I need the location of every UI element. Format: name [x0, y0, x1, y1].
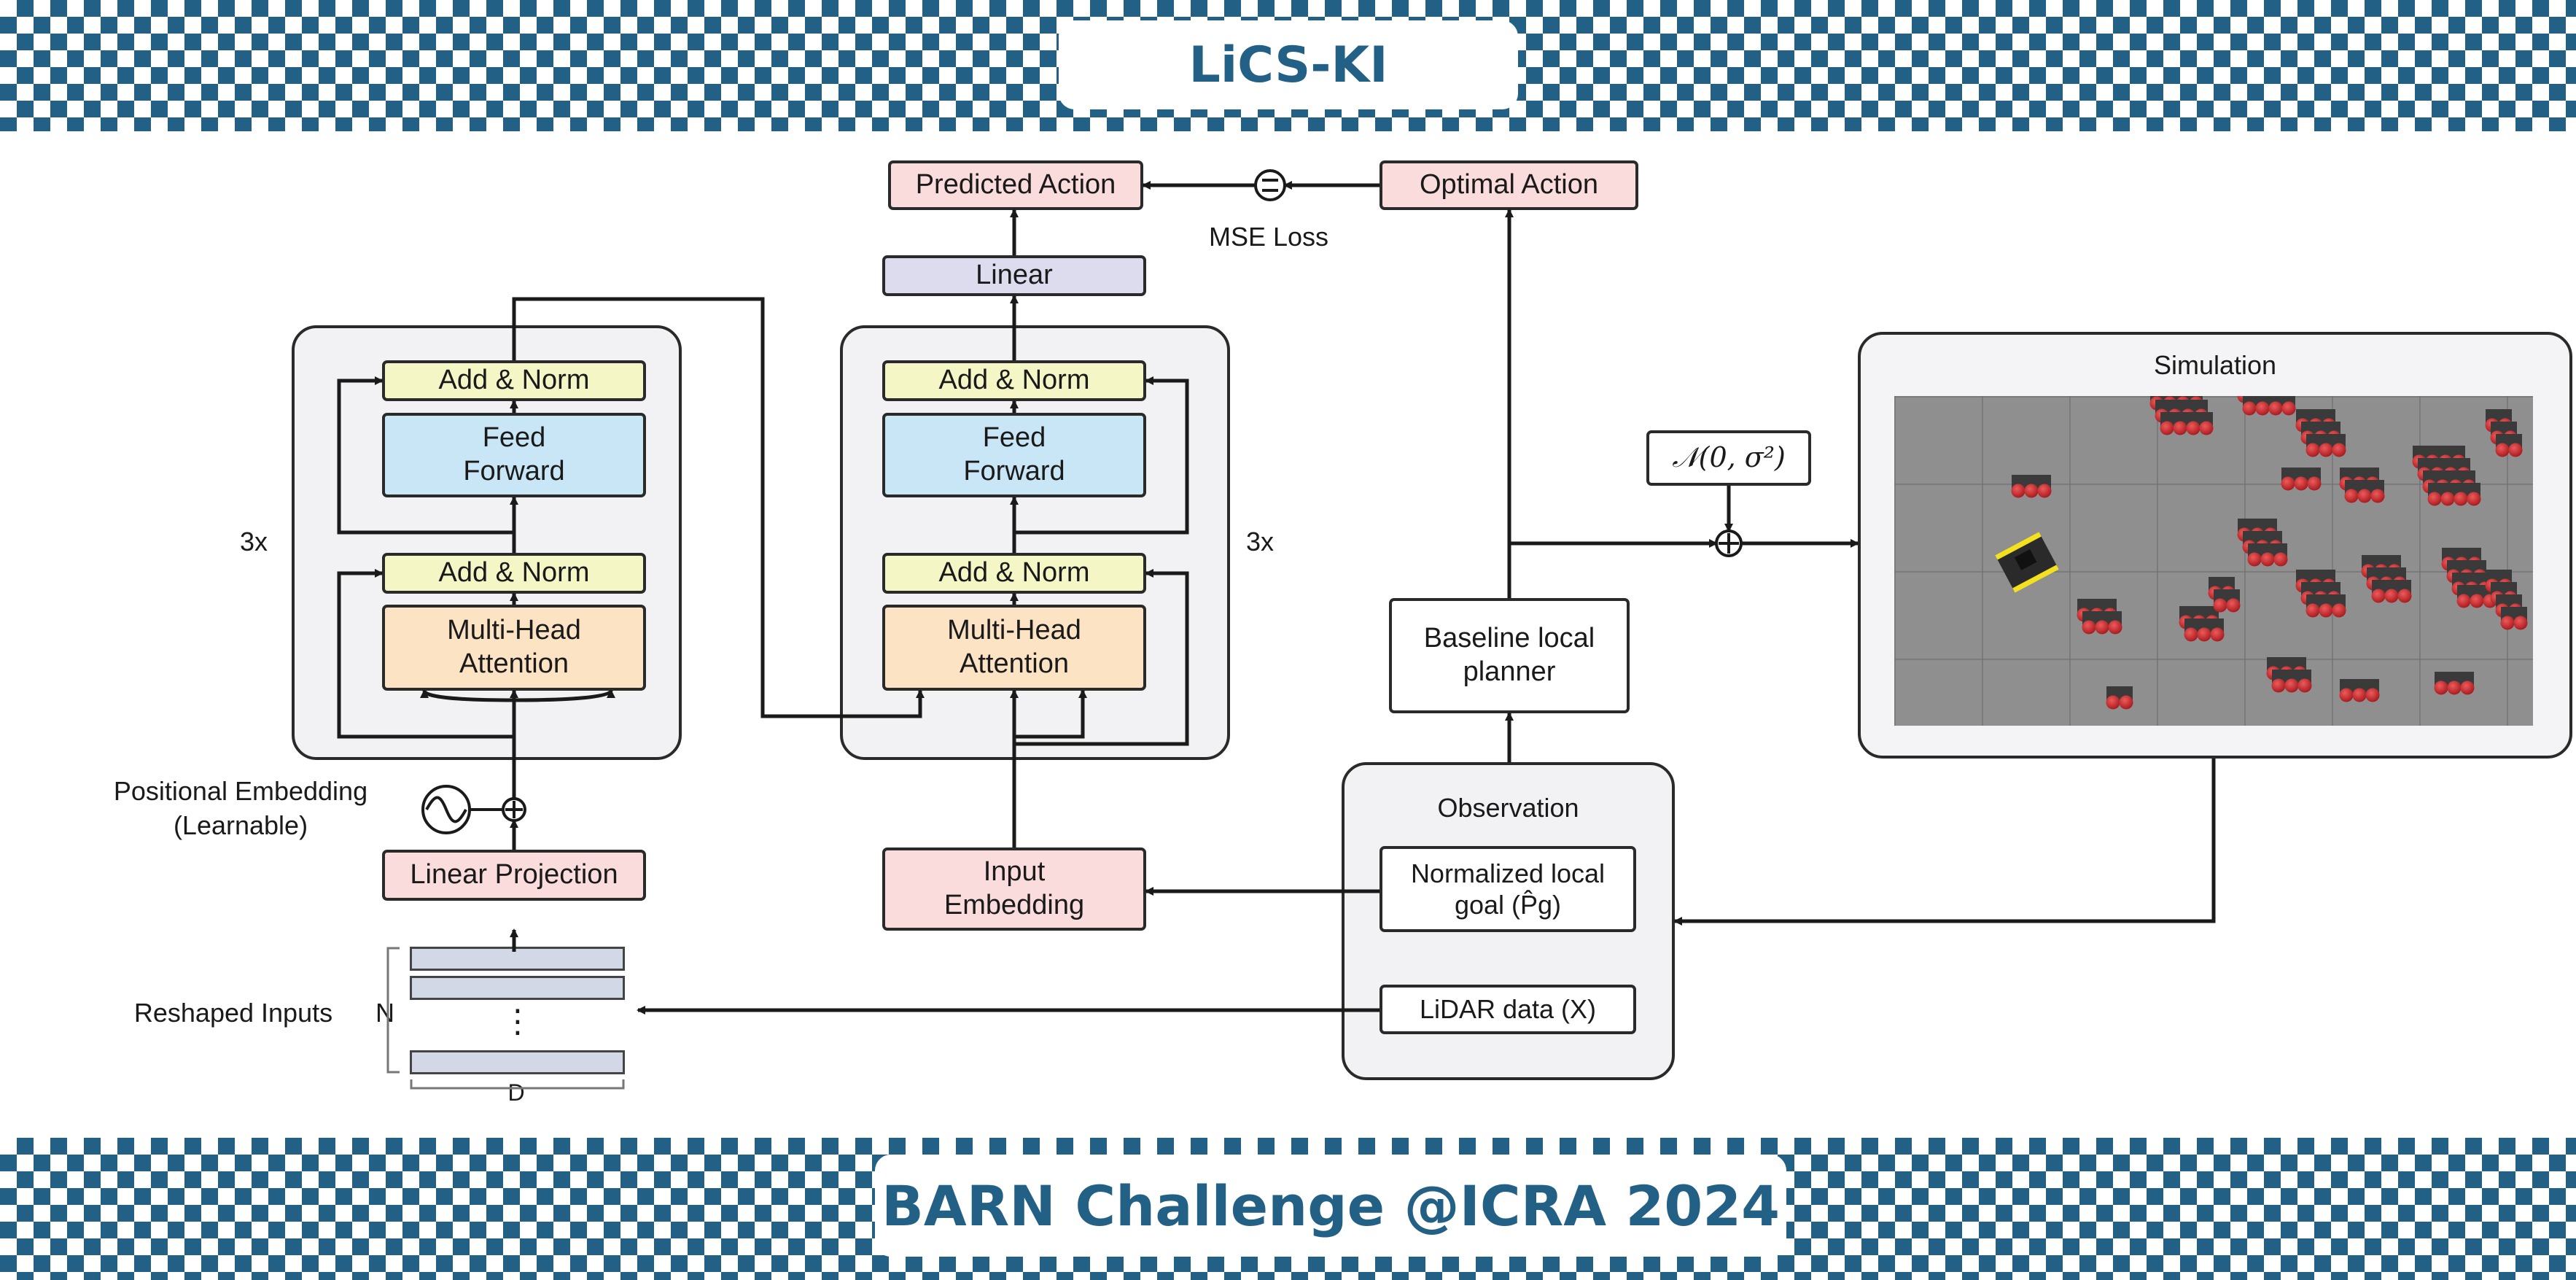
simulation-scene	[1995, 396, 2528, 710]
obstacle	[2024, 484, 2039, 498]
obstacle	[2508, 443, 2523, 457]
obstacle	[2384, 589, 2399, 603]
obstacle	[2500, 616, 2515, 630]
encoder-repeat-label: 3x	[239, 527, 268, 556]
simulation-title: Simulation	[2153, 350, 2277, 380]
obstacle	[2210, 627, 2225, 642]
obstacle	[2470, 594, 2484, 608]
obstacle	[2284, 678, 2299, 693]
obstacle	[2339, 688, 2354, 702]
decoder-repeat-label: 3x	[1245, 527, 1275, 556]
reshaped-inputs-label: Reshaped Inputs	[133, 998, 333, 1028]
decoder-attention: Multi-Head Attention	[882, 605, 1146, 691]
obstacle	[2199, 421, 2214, 435]
observation-title: Observation	[1437, 793, 1579, 823]
mse-loss-label: MSE Loss	[1208, 222, 1329, 252]
obstacle	[2319, 603, 2333, 618]
encoder-attention: Multi-Head Attention	[382, 605, 646, 691]
team-title: LiCS-KI	[1059, 20, 1518, 109]
obstacle	[2213, 598, 2227, 613]
decoder-feed-forward: Feed Forward	[882, 413, 1146, 497]
encoder-feed-forward: Feed Forward	[382, 413, 646, 497]
obstacle	[2454, 492, 2468, 506]
obstacle	[2495, 443, 2510, 457]
obstacle	[2011, 484, 2026, 498]
obstacle	[2365, 688, 2380, 702]
input-row-n	[410, 1050, 625, 1074]
obstacle	[2332, 443, 2346, 457]
obstacle	[2447, 680, 2462, 695]
obstacle	[2037, 484, 2052, 498]
input-row-2	[410, 976, 625, 1000]
obstacle	[2305, 603, 2320, 618]
obstacle	[2119, 695, 2133, 710]
lidar-data-block: LiDAR data (X)	[1380, 985, 1636, 1034]
obstacle	[2082, 620, 2096, 635]
obstacle	[2344, 489, 2359, 503]
obstacle	[2108, 620, 2122, 635]
obstacle	[2332, 603, 2346, 618]
dimension-d-label: D	[502, 1078, 531, 1109]
obstacle	[2352, 688, 2367, 702]
obstacle-field	[2011, 396, 2528, 710]
obstacle	[2434, 680, 2448, 695]
obstacle	[2260, 552, 2275, 567]
predicted-action-block: Predicted Action	[888, 160, 1143, 210]
event-title: BARN Challenge @ICRA 2024	[875, 1155, 1786, 1257]
obstacle	[2370, 489, 2385, 503]
obstacle	[2160, 421, 2174, 435]
simulation-view	[1894, 396, 2533, 726]
obstacle	[2357, 489, 2372, 503]
linear-projection-block: Linear Projection	[382, 850, 646, 901]
obstacle	[2268, 401, 2283, 416]
obstacle	[2467, 492, 2481, 506]
obstacle	[2297, 678, 2312, 693]
optimal-action-block: Optimal Action	[1380, 160, 1638, 210]
obstacle	[2226, 598, 2241, 613]
obstacle	[2281, 476, 2295, 491]
ellipsis-label: ⋮	[502, 1004, 534, 1039]
obstacle	[2173, 421, 2187, 435]
obstacle	[2197, 627, 2211, 642]
obstacle	[2305, 443, 2320, 457]
local-goal-block: Normalized local goal (P̂g)	[1380, 846, 1636, 932]
obstacle	[2440, 492, 2455, 506]
obstacle	[2513, 616, 2528, 630]
obstacle	[2271, 678, 2286, 693]
obstacle	[2273, 552, 2288, 567]
obstacle	[2281, 401, 2296, 416]
obstacle	[2184, 627, 2198, 642]
obstacle	[2307, 476, 2322, 491]
obstacle	[2294, 476, 2308, 491]
obstacle	[2106, 695, 2120, 710]
input-row-1	[410, 947, 625, 971]
decoder-add-norm-top: Add & Norm	[882, 360, 1146, 401]
obstacle	[2371, 589, 2386, 603]
input-embedding-block: Input Embedding	[882, 847, 1146, 931]
obstacle	[2255, 401, 2270, 416]
obstacle	[2242, 401, 2257, 416]
obstacle	[2095, 620, 2109, 635]
obstacle	[2247, 552, 2262, 567]
baseline-planner-block: Baseline local planner	[1389, 598, 1630, 713]
obstacle	[2460, 680, 2475, 695]
robot-icon	[1995, 532, 2059, 593]
obstacle	[2186, 421, 2201, 435]
obstacle	[2427, 492, 2442, 506]
noise-distribution-block: 𝒩(0, σ²)	[1646, 430, 1811, 486]
positional-embedding-label: Positional Embedding (Learnable)	[113, 776, 368, 840]
dimension-n-label: N	[375, 998, 394, 1028]
obstacle	[2319, 443, 2333, 457]
obstacle	[2456, 594, 2471, 608]
obstacle	[2397, 589, 2412, 603]
